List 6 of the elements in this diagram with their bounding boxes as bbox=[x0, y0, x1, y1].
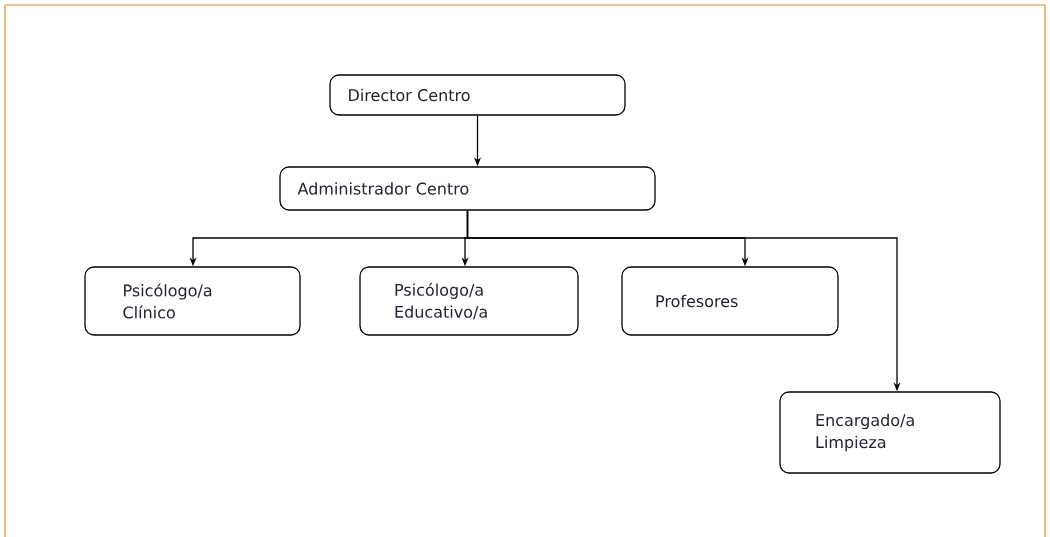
org-box: Psicólogo/a Educativo/a bbox=[359, 266, 579, 336]
org-box: Psicólogo/a Clínico bbox=[84, 266, 301, 336]
org-box: Encargado/a Limpieza bbox=[779, 391, 1001, 474]
org-box: Director Centro bbox=[329, 74, 626, 116]
org-box: Administrador Centro bbox=[279, 166, 656, 211]
org-box: Profesores bbox=[621, 266, 839, 336]
